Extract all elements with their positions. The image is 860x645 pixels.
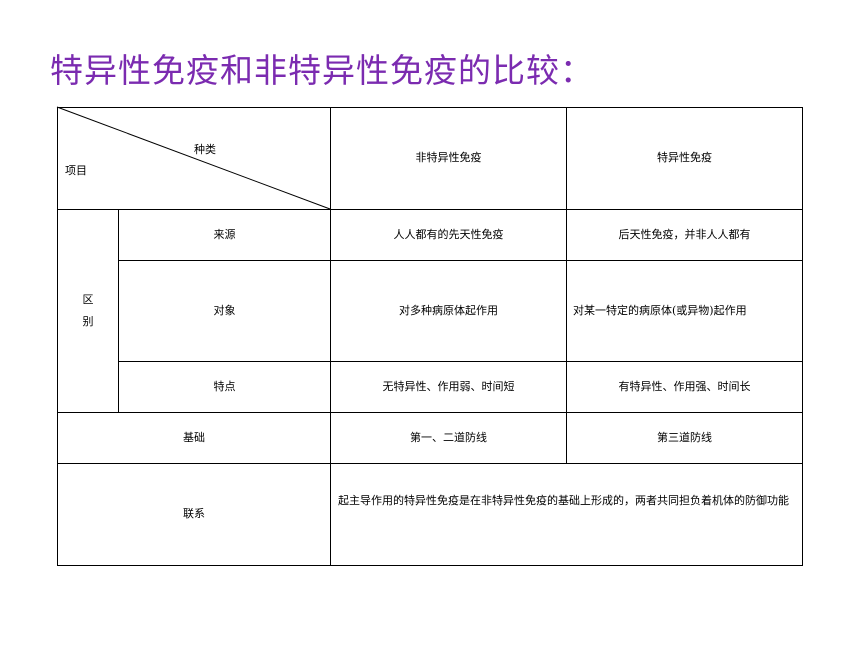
row-divider bbox=[118, 260, 803, 261]
row-label-relation: 联系 bbox=[183, 507, 205, 521]
header-nonspecific: 非特异性免疫 bbox=[415, 151, 482, 165]
table-border-left bbox=[57, 107, 58, 566]
header-specific: 特异性免疫 bbox=[657, 151, 712, 165]
row-label-basis: 基础 bbox=[183, 430, 205, 444]
group-label-difference: 区别 bbox=[58, 210, 118, 412]
cell-target-nonspecific: 对多种病原体起作用 bbox=[399, 303, 498, 317]
cell-target-specific: 对某一特定的病原体(或异物)起作用 bbox=[573, 303, 747, 317]
header-diag-top-label: 种类 bbox=[194, 142, 216, 156]
column-divider bbox=[330, 107, 331, 566]
row-divider bbox=[57, 412, 803, 413]
column-divider bbox=[566, 107, 567, 464]
page-title: 特异性免疫和非特异性免疫的比较： bbox=[50, 51, 594, 90]
row-divider bbox=[118, 361, 803, 362]
group-label-text: 区别 bbox=[82, 293, 94, 328]
table-border-bottom bbox=[57, 565, 803, 566]
row-divider bbox=[57, 209, 803, 210]
row-label-target: 对象 bbox=[213, 303, 236, 317]
cell-source-specific: 后天性免疫，并非人人都有 bbox=[618, 227, 751, 241]
cell-basis-nonspecific: 第一、二道防线 bbox=[410, 430, 487, 444]
row-divider bbox=[57, 463, 803, 464]
cell-feature-specific: 有特异性、作用强、时间长 bbox=[618, 379, 751, 393]
column-divider bbox=[118, 209, 119, 413]
cell-feature-nonspecific: 无特异性、作用弱、时间短 bbox=[382, 379, 515, 393]
row-label-feature: 特点 bbox=[213, 379, 236, 393]
cell-source-nonspecific: 人人都有的先天性免疫 bbox=[393, 227, 504, 241]
table-border-top bbox=[57, 107, 803, 108]
cell-relation-text: 起主导作用的特异性免疫是在非特异性免疫的基础上形成的，两者共同担负着机体的防御功… bbox=[338, 494, 789, 507]
header-diag-bottom-label: 项目 bbox=[65, 163, 87, 177]
row-label-source: 来源 bbox=[213, 227, 236, 241]
cell-basis-specific: 第三道防线 bbox=[657, 430, 712, 444]
table-border-right bbox=[802, 107, 803, 566]
